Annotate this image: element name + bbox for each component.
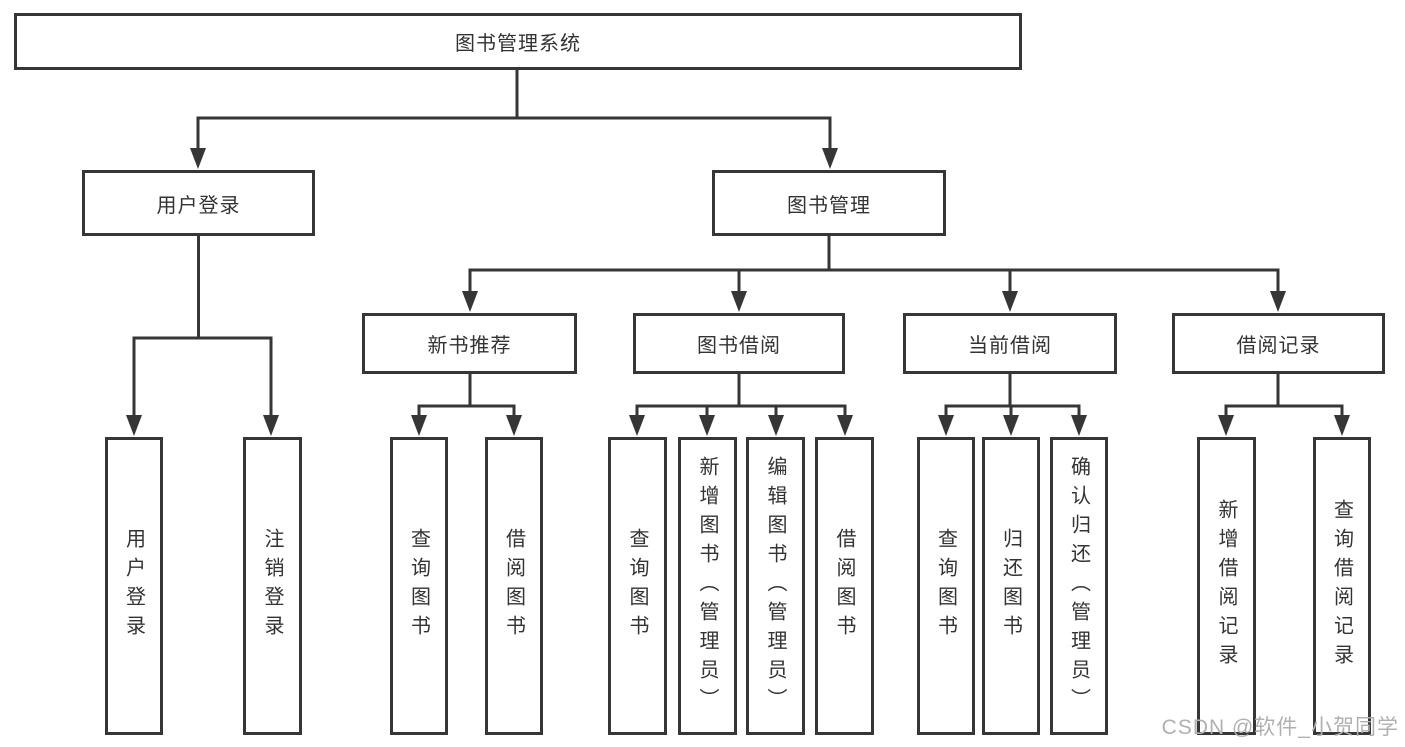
node-label: 图书管理系统	[455, 33, 581, 55]
node-label: 查询图书	[934, 528, 957, 644]
node-new-book-recommend: 新书推荐	[362, 313, 577, 374]
leaf-confirm-return-admin: 确认归还（管理员）	[1050, 437, 1108, 735]
leaf-query-books-current: 查询图书	[917, 437, 975, 735]
node-label: 归还图书	[999, 528, 1022, 644]
leaf-user-login: 用户登录	[105, 437, 163, 735]
node-user-login: 用户登录	[82, 170, 315, 236]
node-label: 借阅图书	[502, 528, 525, 644]
leaf-add-book-admin: 新增图书（管理员）	[678, 437, 737, 735]
node-label: 查询图书	[626, 528, 648, 644]
leaf-return-book: 归还图书	[982, 437, 1040, 735]
node-label: 查询图书	[407, 528, 430, 644]
node-label: 新增图书（管理员）	[696, 455, 718, 717]
node-borrow-records: 借阅记录	[1172, 313, 1385, 374]
node-label: 图书管理	[787, 194, 871, 217]
leaf-logout: 注销登录	[243, 437, 302, 735]
node-book-borrow: 图书借阅	[633, 313, 845, 374]
node-label: 编辑图书（管理员）	[764, 455, 786, 717]
node-label: 图书借阅	[697, 335, 781, 357]
node-label: 借阅图书	[833, 528, 855, 644]
node-label: 确认归还（管理员）	[1067, 455, 1090, 717]
leaf-query-books-recommend: 查询图书	[390, 437, 448, 735]
leaf-add-borrow-record: 新增借阅记录	[1197, 437, 1256, 735]
leaf-query-borrow-record: 查询借阅记录	[1313, 437, 1371, 735]
leaf-edit-book-admin: 编辑图书（管理员）	[746, 437, 805, 735]
node-label: 用户登录	[122, 528, 145, 644]
leaf-borrow-books: 借阅图书	[815, 437, 874, 735]
node-label: 新增借阅记录	[1215, 499, 1237, 673]
node-label: 当前借阅	[968, 335, 1052, 357]
node-label: 借阅记录	[1236, 335, 1321, 357]
leaf-borrow-books-recommend: 借阅图书	[485, 437, 543, 735]
watermark-text: CSDN @软件_小贺同学	[1161, 716, 1399, 739]
node-label: 用户登录	[156, 194, 241, 217]
node-label: 注销登录	[261, 528, 283, 644]
node-current-borrow: 当前借阅	[903, 313, 1117, 374]
node-root: 图书管理系统	[14, 13, 1022, 70]
node-label: 查询借阅记录	[1330, 499, 1353, 673]
node-book-management: 图书管理	[712, 170, 946, 236]
node-label: 新书推荐	[427, 335, 512, 357]
leaf-query-books-borrow: 查询图书	[608, 437, 667, 735]
